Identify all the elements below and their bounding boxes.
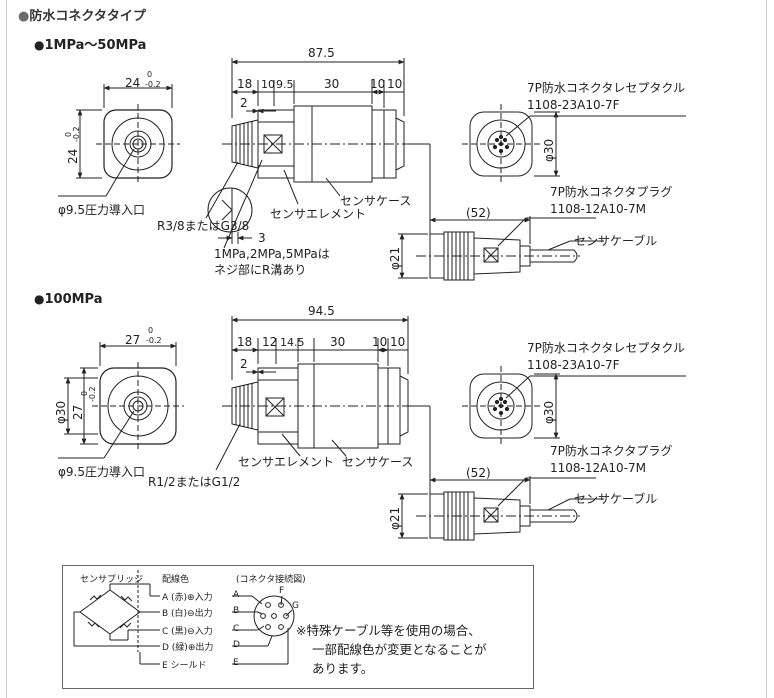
v1-height-tol-bottom: -0.2 xyxy=(72,126,81,142)
wire-row-d: D (緑)⊕出力 xyxy=(162,643,214,653)
v1-plug-2: 1108-12A10-7M xyxy=(550,202,646,216)
v2-width-tol-bottom: -0.2 xyxy=(146,336,162,345)
v1-connector-face xyxy=(462,104,686,184)
wire-row-a: A (赤)⊕入力 xyxy=(162,593,213,603)
wire-row-c: C (黒)⊖入力 xyxy=(162,627,213,637)
color-header: 配線色 xyxy=(162,575,190,585)
v1-rec-phi: φ30 xyxy=(542,139,556,162)
v2-seg-6: 10 xyxy=(390,335,405,349)
bridge-label: センサブリッジ xyxy=(80,575,144,585)
v2-inlet-label: φ9.5圧力導入口 xyxy=(58,465,145,479)
v2-plug-2: 1108-12A10-7M xyxy=(550,461,646,475)
pin-f: F xyxy=(279,586,285,596)
v1-plug-1: 7P防水コネクタプラグ xyxy=(550,184,672,199)
wire-row-e: E シールド xyxy=(162,661,207,671)
left-frame-line xyxy=(6,0,7,698)
v2-width-tol-top: 0 xyxy=(148,326,153,335)
v2-total-length: 94.5 xyxy=(308,304,335,318)
v1-plug xyxy=(398,216,604,281)
v1-inlet-label: φ9.5圧力導入口 xyxy=(58,203,145,217)
wiring-diagram xyxy=(73,570,295,665)
right-frame-line xyxy=(766,0,767,698)
v1-receptacle-1: 7P防水コネクタレセプタクル xyxy=(527,80,685,95)
v1-width-tol-bottom: -0.2 xyxy=(145,80,161,89)
v2-rec-phi: φ30 xyxy=(542,401,556,424)
v1-face-height: 24 xyxy=(66,149,80,164)
v2-face-width: 27 xyxy=(125,333,140,347)
v1-seg-2: 10 xyxy=(261,78,275,91)
note-line-2: 一部配線色が変更となることが xyxy=(312,642,487,657)
note-line-3: あります。 xyxy=(312,661,374,676)
pin-g: G xyxy=(292,601,299,611)
v1-width-tol-top: 0 xyxy=(147,70,152,79)
v1-side-view xyxy=(205,58,431,256)
variant-1-heading: ●1MPa〜50MPa xyxy=(34,38,147,53)
v1-front-view xyxy=(58,84,180,197)
v2-seg-1: 18 xyxy=(237,335,252,349)
v1-dim-3: 3 xyxy=(258,231,266,245)
v1-thread-label: R3/8またはG3/8 xyxy=(157,219,249,233)
v1-seg-5: 10 xyxy=(370,77,385,91)
v1-thread-note-2: ネジ部にR溝あり xyxy=(214,262,306,277)
v2-face-height: 27 xyxy=(71,405,85,420)
v2-side-view xyxy=(215,316,431,516)
v2-connector-face xyxy=(462,366,686,446)
v2-receptacle-1: 7P防水コネクタレセプタクル xyxy=(527,340,685,355)
v1-thread-note-1: 1MPa,2MPa,5MPaは xyxy=(214,247,330,261)
v2-cable-label: センサケーブル xyxy=(574,491,657,506)
v2-seg-2: 12 xyxy=(262,335,277,349)
pin-d: D xyxy=(233,640,240,650)
variant-2-drawing: 27 0 -0.2 φ30 27 0 -0.2 φ9.5圧力導入口 xyxy=(54,304,686,541)
v1-total-length: 87.5 xyxy=(308,46,335,60)
v2-height-tol-bottom: -0.2 xyxy=(88,386,97,402)
v1-seg-1: 18 xyxy=(237,77,252,91)
pin-c: C xyxy=(233,624,240,634)
v1-plug-phi: φ21 xyxy=(388,247,402,270)
v1-plug-length: (52) xyxy=(466,206,491,220)
v2-seg-4: 30 xyxy=(330,335,345,349)
note-line-1: ※特殊ケーブル等を使用の場合、 xyxy=(296,623,481,638)
v1-element-label: センサエレメント xyxy=(270,207,366,221)
v1-dim-2: 2 xyxy=(240,96,248,110)
v1-seg-4: 30 xyxy=(324,77,339,91)
pin-a: A xyxy=(233,590,240,600)
v1-case-label: センサケース xyxy=(340,194,411,208)
v2-element-label: センサエレメント xyxy=(238,455,334,469)
wire-row-b: B (白)⊖出力 xyxy=(162,609,213,619)
v1-cable-label: センサケーブル xyxy=(574,233,657,248)
v2-plug-1: 7P防水コネクタプラグ xyxy=(550,443,672,458)
section-title: ●防水コネクタタイプ xyxy=(18,9,146,24)
v1-receptacle-2: 1108-23A10-7F xyxy=(527,98,620,112)
variant-1-drawing: 24 0 -0.2 24 0 -0.2 φ9.5圧力導入口 xyxy=(58,46,686,281)
v1-seg-3: 9.5 xyxy=(276,78,294,91)
v2-dim-2: 2 xyxy=(240,357,248,371)
v2-plug-phi: φ21 xyxy=(388,507,402,530)
v1-seg-6: 10 xyxy=(387,77,402,91)
pin-b: B xyxy=(233,606,240,616)
wiring-note: ※特殊ケーブル等を使用の場合、 一部配線色が変更となることが あります。 xyxy=(296,621,526,678)
v2-height-tol-top: 0 xyxy=(80,391,89,396)
v2-face-phi: φ30 xyxy=(54,401,68,424)
v2-front-view xyxy=(58,342,184,459)
v2-plug xyxy=(398,476,604,541)
variant-2-heading: ●100MPa xyxy=(34,292,103,307)
v2-case-label: センサケース xyxy=(342,455,413,469)
v2-thread-label: R1/2またはG1/2 xyxy=(148,475,240,489)
v1-face-width: 24 xyxy=(125,76,140,90)
v2-seg-3: 14.5 xyxy=(280,336,305,349)
v1-height-tol-top: 0 xyxy=(64,132,73,137)
connector-header: (コネクタ接続図) xyxy=(236,575,306,585)
v2-plug-length: (52) xyxy=(466,466,491,480)
v2-seg-5: 10 xyxy=(372,335,387,349)
pin-e: E xyxy=(233,658,239,668)
wiring-box xyxy=(62,565,534,689)
v2-receptacle-2: 1108-23A10-7F xyxy=(527,358,620,372)
